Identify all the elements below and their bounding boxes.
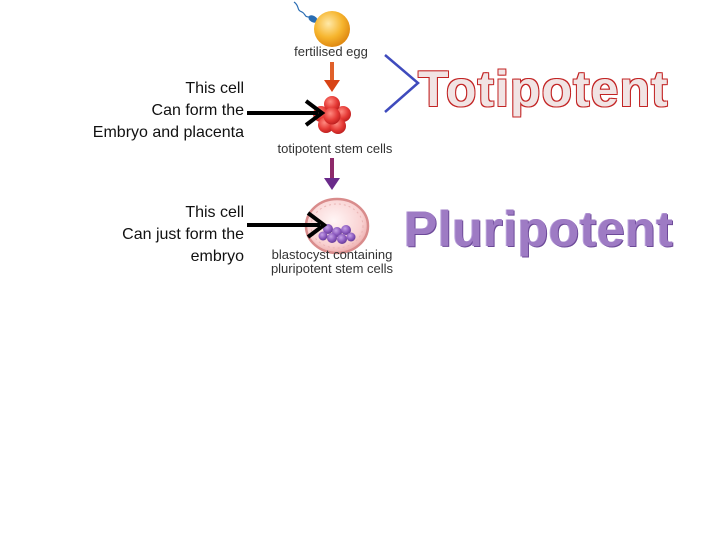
caption-fertilised-egg: fertilised egg	[270, 44, 392, 59]
caption-line: pluripotent stem cells	[262, 262, 402, 276]
arrow-to-totipotent	[247, 101, 322, 125]
heading-totipotent: Totipotent	[418, 60, 669, 118]
egg-icon	[314, 11, 350, 47]
caption-totipotent-cells: totipotent stem cells	[268, 141, 402, 156]
heading-pluripotent: Pluripotent	[404, 200, 673, 258]
down-arrow-1	[324, 62, 340, 92]
down-arrow-2	[324, 158, 340, 190]
caption-line: blastocyst containing	[262, 248, 402, 262]
sperm-icon	[294, 2, 319, 24]
arrow-to-blastocyst	[247, 213, 324, 237]
chevron-icon	[385, 55, 418, 112]
caption-blastocyst: blastocyst containing pluripotent stem c…	[262, 248, 402, 276]
